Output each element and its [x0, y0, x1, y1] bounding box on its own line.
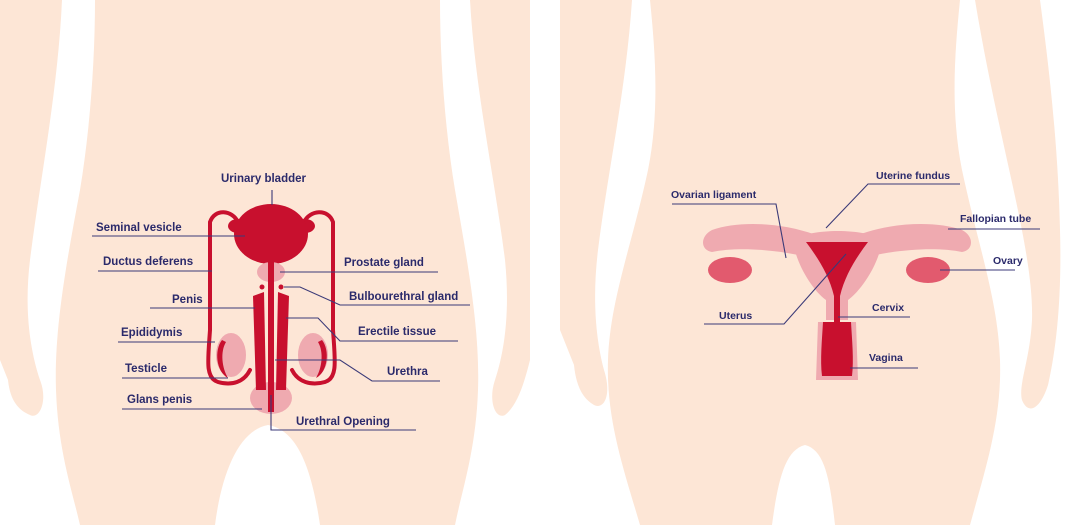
label-glans-penis: Glans penis	[127, 394, 192, 407]
label-epididymis: Epididymis	[121, 327, 182, 340]
label-erectile-tissue: Erectile tissue	[358, 326, 436, 339]
label-penis: Penis	[172, 294, 203, 307]
label-testicle: Testicle	[125, 363, 167, 376]
urinary-bladder-shape	[234, 204, 308, 264]
label-bulbourethral-gland: Bulbourethral gland	[349, 291, 458, 304]
label-prostate-gland: Prostate gland	[344, 257, 424, 270]
label-vagina: Vagina	[869, 352, 903, 365]
label-ovarian-ligament: Ovarian ligament	[671, 189, 756, 202]
label-urethra: Urethra	[387, 366, 428, 379]
label-uterine-fundus: Uterine fundus	[876, 170, 950, 183]
label-urethral-opening: Urethral Opening	[296, 416, 390, 429]
label-cervix: Cervix	[872, 302, 904, 315]
label-urinary-bladder: Urinary bladder	[221, 173, 306, 186]
label-fallopian-tube: Fallopian tube	[960, 213, 1031, 226]
label-ductus-deferens: Ductus deferens	[103, 256, 193, 269]
label-uterus: Uterus	[719, 310, 752, 323]
label-seminal-vesicle: Seminal vesicle	[96, 222, 182, 235]
label-ovary: Ovary	[993, 255, 1023, 268]
